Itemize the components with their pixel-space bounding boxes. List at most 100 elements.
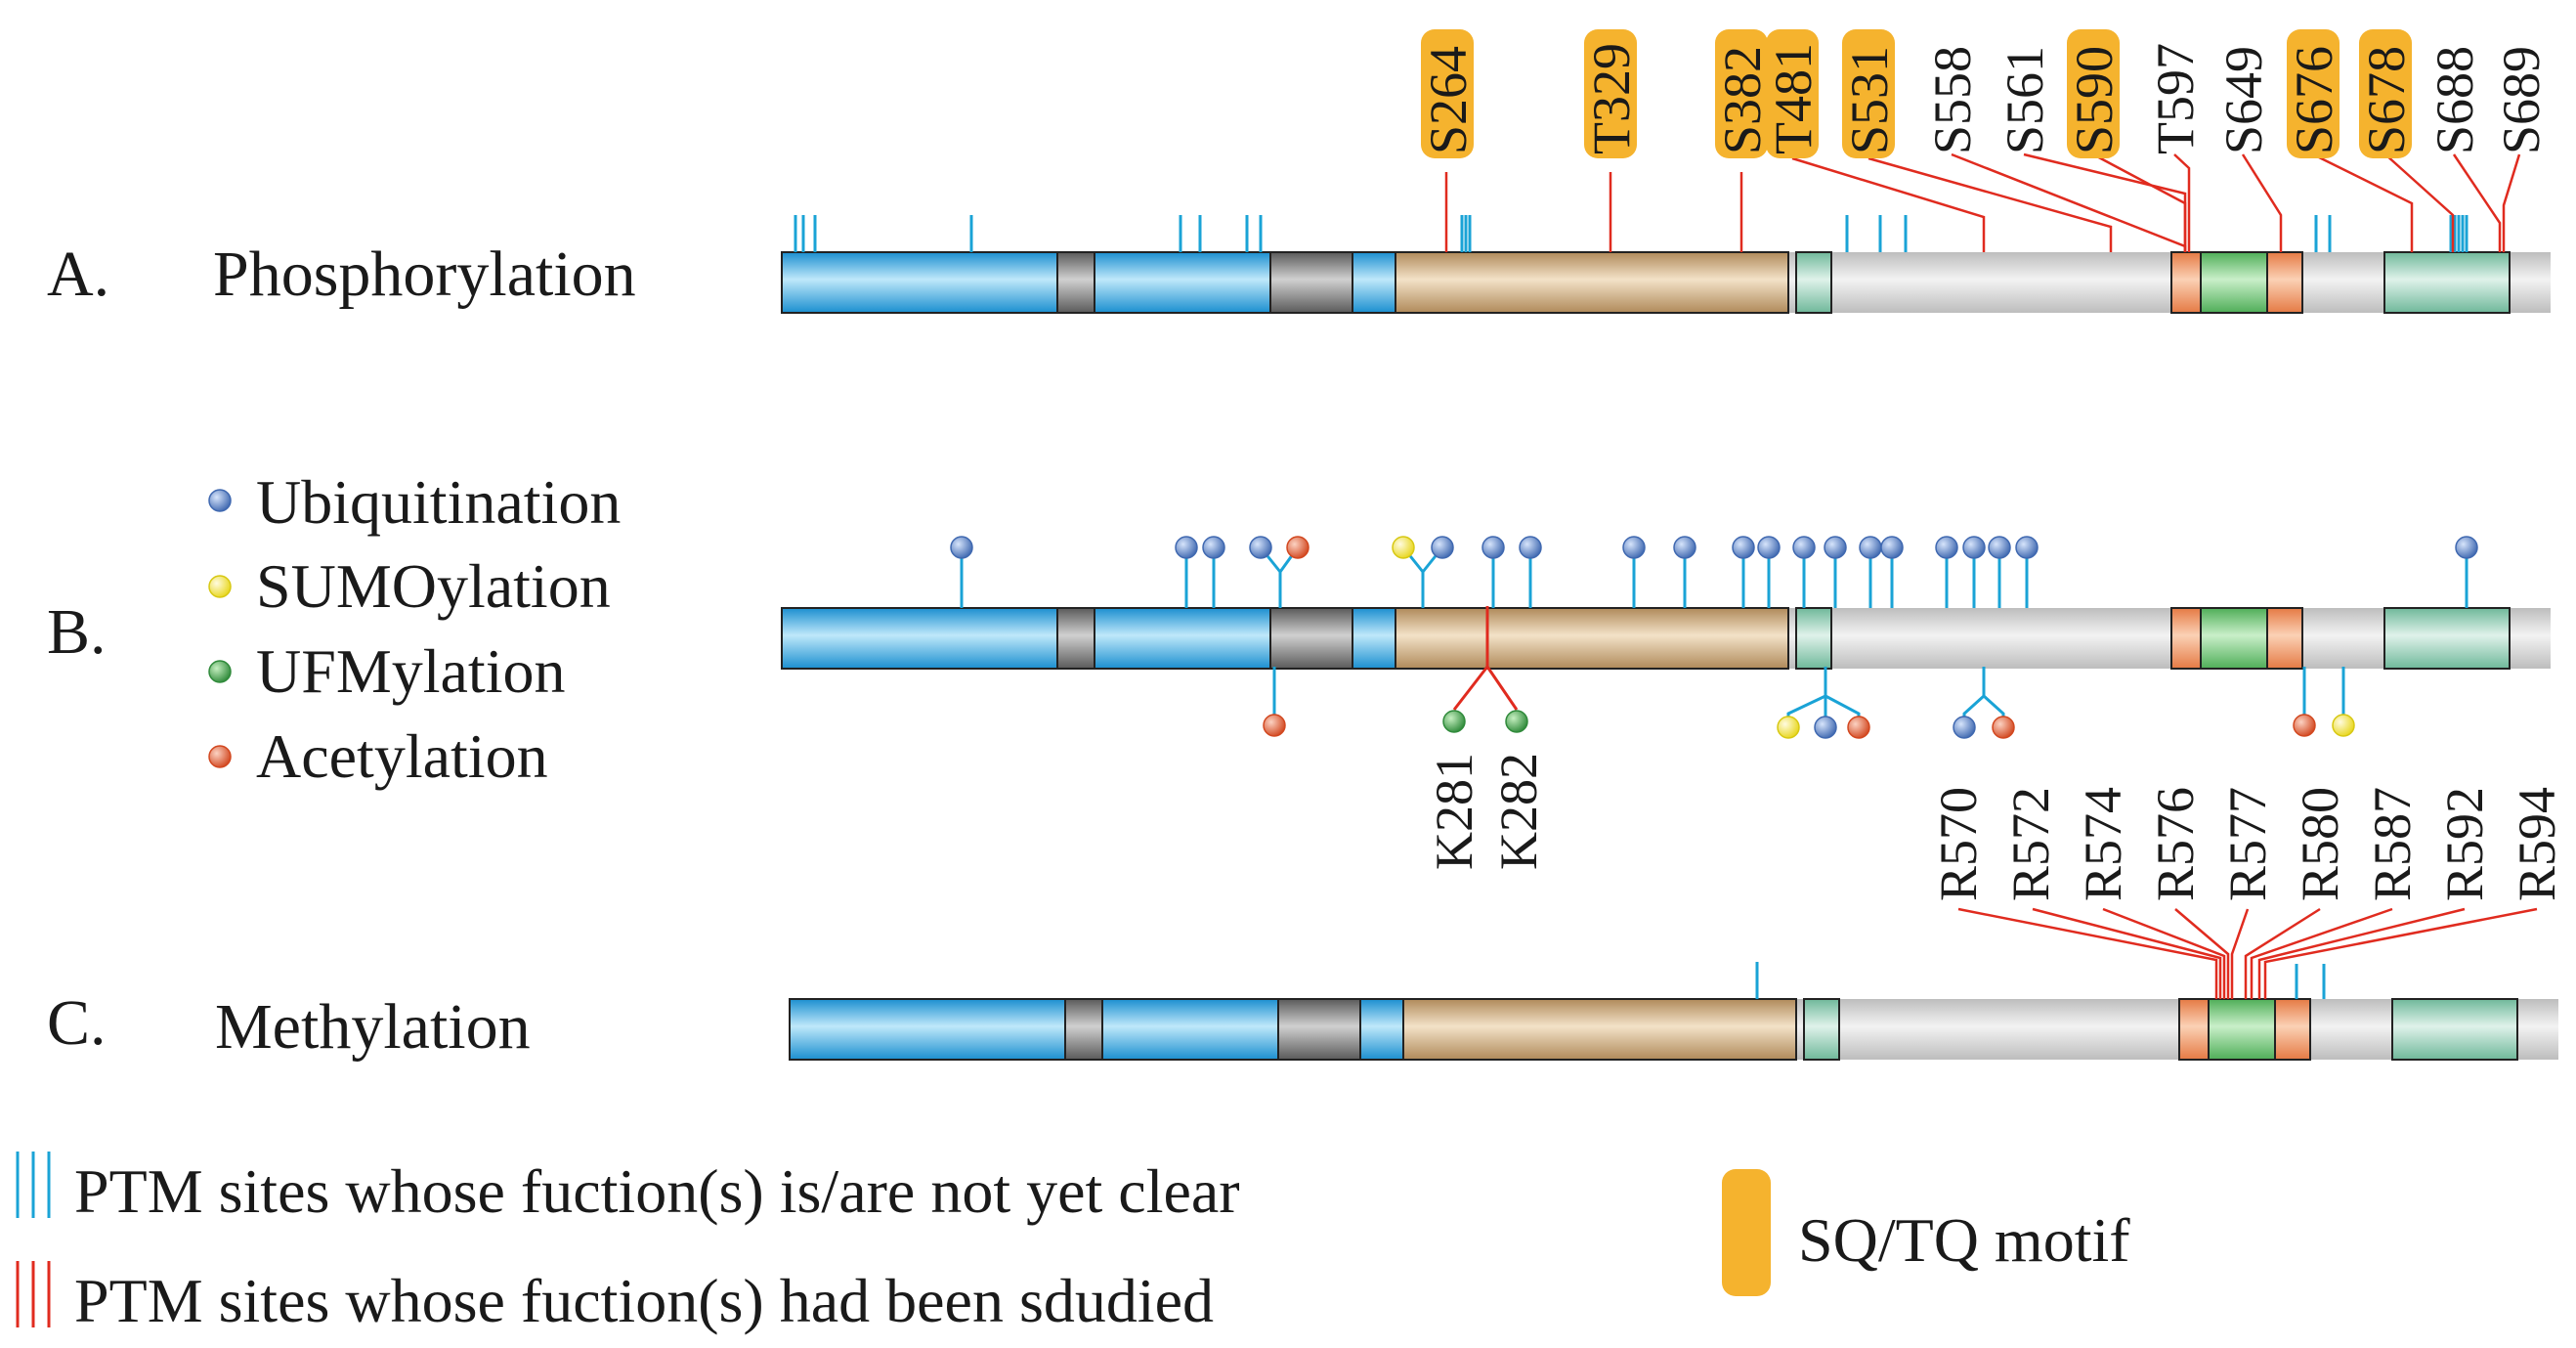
site-label: R576 (2146, 787, 2205, 901)
legend-sumoylation: SUMOylation (256, 551, 611, 621)
legend-ufmylation: UFMylation (256, 636, 565, 706)
domain-orange (2170, 251, 2202, 314)
unclear-lines-icon (16, 1152, 51, 1218)
site-s688: S688 (2426, 46, 2484, 154)
domain-blue (1094, 251, 1271, 314)
domain-orange (2266, 251, 2303, 314)
domain-blue (1352, 607, 1396, 670)
site-label: S649 (2214, 46, 2273, 154)
domain-green (2200, 607, 2268, 670)
acetylation-site (1263, 714, 1286, 737)
ufmylation-site (1505, 710, 1528, 733)
site-label: S688 (2426, 46, 2484, 154)
site-label: R570 (1929, 787, 1988, 901)
site-s590: S590 (2065, 29, 2124, 158)
site-label: R592 (2435, 787, 2494, 901)
domain-blue (1359, 998, 1404, 1061)
legend-acetylation: Acetylation (256, 721, 548, 791)
domain-gray (1064, 998, 1103, 1061)
sq-tq-highlight (2359, 29, 2412, 158)
ubiquitination-sites-above (950, 536, 2478, 559)
legend-motif-text: SQ/TQ motif (1798, 1205, 2130, 1275)
site-label: S676 (2285, 46, 2343, 154)
ufmylation-site (1442, 710, 1466, 733)
ufmylation-marker (208, 660, 232, 683)
domain-orange (2266, 607, 2303, 670)
sumoylation-site (1777, 716, 1800, 739)
domain-teal (2383, 607, 2511, 670)
ubiquitination-site (1953, 716, 1976, 739)
site-label: R577 (2218, 787, 2277, 901)
sq-tq-highlight (1766, 29, 1819, 158)
domain-blue (789, 998, 1066, 1061)
site-label: S590 (2065, 46, 2124, 154)
sq-tq-highlight (2067, 29, 2120, 158)
site-s689: S689 (2492, 46, 2551, 154)
domain-teal (2383, 251, 2511, 314)
site-label: S264 (1419, 46, 1478, 154)
site-labels-a: S264 T329 S382 T481 S531 S558 S5 (1419, 29, 2551, 158)
domain-blue (1094, 607, 1271, 670)
site-labels-c: R570 R572 R574 R576 R577 R580 R587 R592 … (1929, 787, 2566, 901)
domain-teal (2391, 998, 2518, 1061)
site-s678: S678 (2357, 29, 2416, 158)
panel-a-title: Phosphorylation (213, 239, 636, 310)
domain-green (2208, 998, 2276, 1061)
site-t329: T329 (1582, 29, 1641, 158)
panel-a: A. Phosphorylation (47, 29, 2551, 314)
domain-blue (1352, 251, 1396, 314)
protein-bar-b (781, 607, 2551, 670)
domain-brown (1395, 251, 1789, 314)
sq-tq-highlight (1715, 29, 1768, 158)
domain-blue (781, 607, 1058, 670)
site-label: R580 (2291, 787, 2349, 901)
protein-bar-a (781, 251, 2551, 314)
acetylation-site (1286, 536, 1309, 559)
legend-studied-text: PTM sites whose fuction(s) had been sdud… (74, 1266, 1214, 1335)
site-s561: S561 (1996, 46, 2054, 154)
studied-lines-icon (16, 1261, 51, 1327)
site-label: S558 (1923, 46, 1982, 154)
domain-brown (1395, 607, 1789, 670)
domain-gray (1269, 251, 1353, 314)
site-label: S531 (1840, 46, 1899, 154)
domain-green (2200, 251, 2268, 314)
site-s649: S649 (2214, 46, 2273, 154)
acetylation-site (1847, 716, 1870, 739)
domain-gray (1056, 251, 1095, 314)
legend-unclear-text: PTM sites whose fuction(s) is/are not ye… (74, 1156, 1240, 1226)
site-label: T597 (2146, 43, 2205, 154)
domain-gray (1056, 607, 1095, 670)
site-label: R594 (2508, 787, 2566, 901)
panel-c: C. Methylation R570 R572 R574 R576 R577 … (47, 787, 2566, 1063)
site-s558: S558 (1923, 46, 1982, 154)
site-s382: S382 (1713, 29, 1772, 158)
bottom-legend: PTM sites whose fuction(s) is/are not ye… (16, 1152, 2130, 1335)
site-t597: T597 (2146, 43, 2205, 154)
site-s676: S676 (2285, 29, 2343, 158)
site-label: T329 (1582, 43, 1641, 154)
stems-below-b (1272, 667, 2345, 725)
sq-tq-motif-swatch (1722, 1169, 1771, 1296)
domain-brown (1402, 998, 1797, 1061)
site-t481: T481 (1764, 29, 1823, 158)
sumoylation-site (2332, 714, 2355, 737)
site-label-k281: K281 (1425, 753, 1483, 870)
acetylation-marker (208, 745, 232, 768)
site-s531: S531 (1840, 29, 1899, 158)
domain-gray (1269, 607, 1353, 670)
domain-orange (2178, 998, 2210, 1061)
sq-tq-highlight (1842, 29, 1895, 158)
sumoylation-site (1392, 536, 1415, 559)
panel-a-letter: A. (47, 239, 109, 310)
legend-ubiquitination: Ubiquitination (256, 467, 621, 537)
domain-blue (781, 251, 1058, 314)
panel-b: B. Ubiquitination SUMOylation UFMylation… (47, 467, 2551, 870)
protein-bar-c (789, 998, 2558, 1061)
sumoylation-marker (208, 575, 232, 598)
acetylation-site (2293, 714, 2316, 737)
unclear-ticks-c (1755, 962, 2326, 999)
domain-blue (1101, 998, 1279, 1061)
site-label: S382 (1713, 46, 1772, 154)
